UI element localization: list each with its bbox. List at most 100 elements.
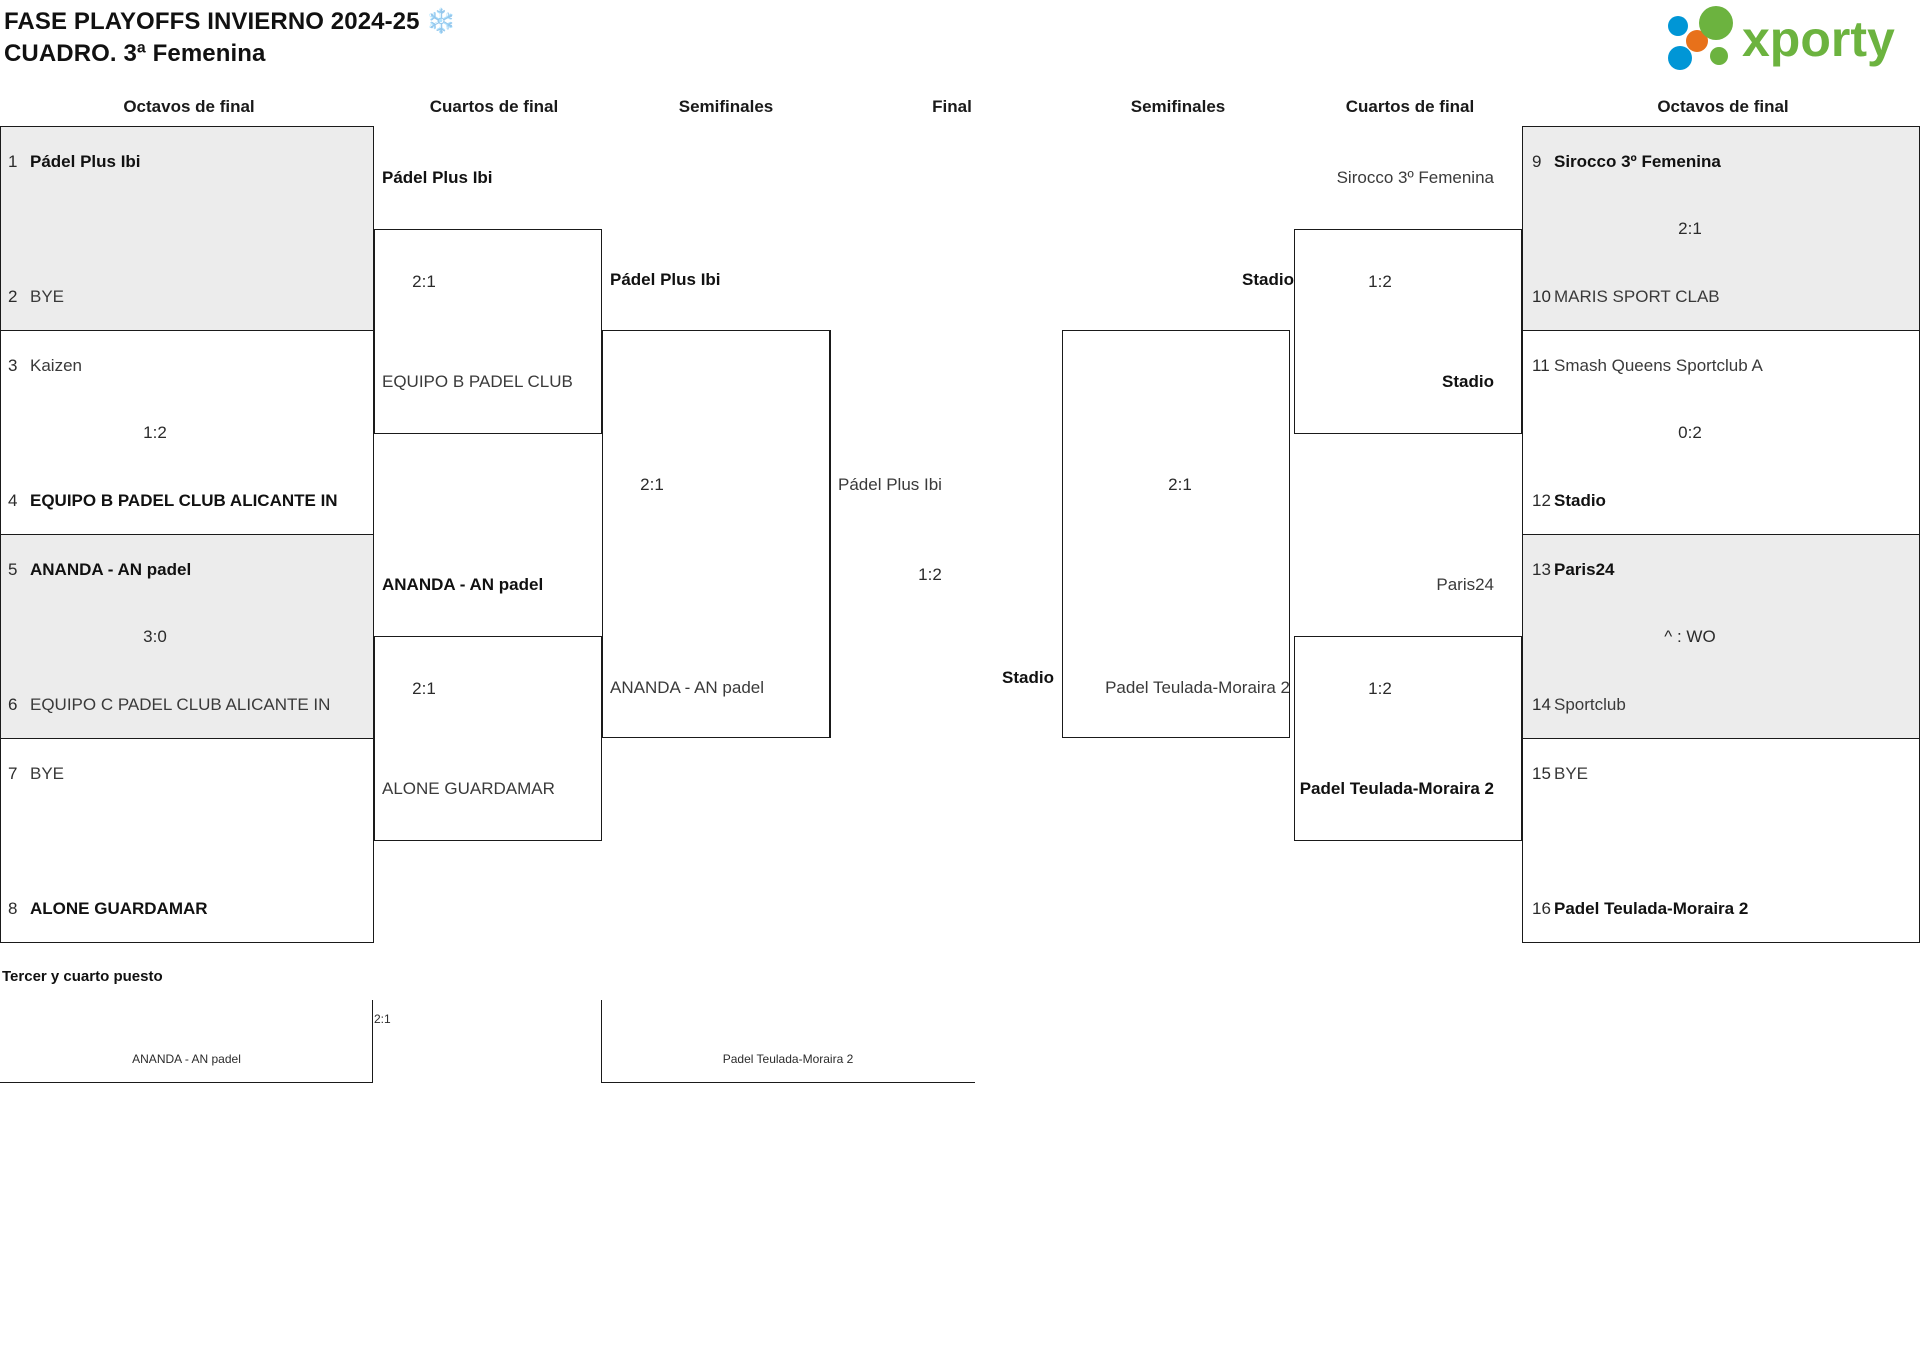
match-score-left-sf-1: 2:1	[640, 475, 664, 494]
round-label-final: Final	[932, 97, 972, 116]
round-label-right-sf: Semifinales	[1130, 97, 1226, 116]
team-name: Smash Queens Sportclub A	[1554, 356, 1763, 375]
third-place-title: Tercer y cuarto puesto	[2, 968, 163, 985]
advancing-team-left-qf-2-bottom: ALONE GUARDAMAR	[382, 779, 555, 798]
team-name: Sportclub	[1554, 695, 1626, 714]
team-name: Sirocco 3º Femenina	[1554, 152, 1721, 171]
team-name: BYE	[30, 764, 65, 783]
advancing-team-left-qf-1-bottom: EQUIPO B PADEL CLUB	[382, 372, 573, 391]
advancing-team-right-qf-2-bottom: Padel Teulada-Moraira 2	[1299, 779, 1494, 798]
team-slot-seed-7[interactable]: 7 BYE	[8, 764, 64, 784]
seed-number: 1	[8, 152, 18, 171]
match-score-right-r16-2: 0:2	[1678, 423, 1702, 442]
team-slot-seed-1[interactable]: 1 Pádel Plus Ibi	[8, 152, 141, 172]
seed-number: 13	[1532, 560, 1551, 579]
advancing-team-left-sf-bottom: ANANDA - AN padel	[610, 678, 765, 697]
team-name: Padel Teulada-Moraira 2	[1554, 899, 1749, 918]
advancing-team-right-qf-1-bottom: Stadio	[1442, 372, 1494, 391]
team-slot-seed-3[interactable]: 3 Kaizen	[8, 356, 82, 376]
third-place-left-divider	[372, 1000, 373, 1083]
match-box-right-sf-1[interactable]	[1062, 330, 1290, 738]
team-slot-seed-2[interactable]: 2 BYE	[8, 287, 64, 307]
svg-text:xporty: xporty	[1742, 11, 1895, 67]
round-label-right-qf: Cuartos de final	[1345, 97, 1475, 116]
advancing-team-right-sf-top: Stadio	[1242, 270, 1294, 289]
team-name: MARIS SPORT CLAB	[1554, 287, 1720, 306]
page-title-line-1: FASE PLAYOFFS INVIERNO 2024-25 ❄️	[4, 8, 457, 35]
match-box-right-r16-3[interactable]	[1522, 534, 1920, 739]
match-score-right-qf-1: 1:2	[1368, 272, 1392, 291]
team-name: EQUIPO C PADEL CLUB ALICANTE IN	[30, 695, 331, 714]
seed-number: 4	[8, 491, 18, 510]
match-box-left-sf-1[interactable]	[602, 330, 830, 738]
seed-number: 16	[1532, 899, 1551, 918]
match-box-left-r16-2[interactable]	[0, 330, 374, 535]
match-box-left-qf-1[interactable]	[374, 229, 602, 434]
page-title-line-2: CUADRO. 3ª Femenina	[4, 39, 266, 67]
final-divider-left	[830, 330, 831, 738]
team-name: ALONE GUARDAMAR	[30, 899, 208, 918]
advancing-team-right-qf-1-top: Sirocco 3º Femenina	[1336, 168, 1494, 187]
match-box-right-r16-4[interactable]	[1522, 738, 1920, 943]
third-place-right-baseline	[601, 1082, 975, 1083]
seed-number: 14	[1532, 695, 1551, 714]
seed-number: 11	[1532, 356, 1550, 375]
xporty-logo: xporty	[1650, 4, 1910, 70]
page-title: FASE PLAYOFFS INVIERNO 2024-25 ❄️ CUADRO…	[4, 6, 904, 70]
seed-number: 2	[8, 287, 18, 306]
seed-number: 8	[8, 899, 18, 918]
match-score-left-qf-2: 2:1	[412, 679, 436, 698]
seed-number: 10	[1532, 287, 1551, 306]
match-box-left-r16-4[interactable]	[0, 738, 374, 943]
team-name: EQUIPO B PADEL CLUB ALICANTE IN	[30, 491, 338, 510]
seed-number: 7	[8, 764, 18, 783]
match-box-left-qf-2[interactable]	[374, 636, 602, 841]
round-label-right-r16: Octavos de final	[1657, 97, 1789, 116]
third-place-team-left: ANANDA - AN padel	[132, 1052, 241, 1066]
seed-number: 3	[8, 356, 18, 375]
team-slot-seed-4[interactable]: 4 EQUIPO B PADEL CLUB ALICANTE IN	[8, 491, 338, 511]
match-box-left-r16-3[interactable]	[0, 534, 374, 739]
seed-number: 5	[8, 560, 18, 579]
seed-number: 6	[8, 695, 18, 714]
match-box-right-qf-2[interactable]	[1294, 636, 1522, 841]
team-slot-seed-6[interactable]: 6 EQUIPO C PADEL CLUB ALICANTE IN	[8, 695, 330, 715]
match-score-right-qf-2: 1:2	[1368, 679, 1392, 698]
advancing-team-left-qf-2-top: ANANDA - AN padel	[382, 575, 544, 594]
match-score-left-r16-2: 1:2	[143, 423, 167, 442]
advancing-team-right-sf-bottom: Padel Teulada-Moraira 2	[1105, 678, 1290, 697]
team-slot-seed-8[interactable]: 8 ALONE GUARDAMAR	[8, 899, 208, 919]
team-slot-seed-9[interactable]: 9 Sirocco 3º Femenina	[1532, 152, 1721, 172]
match-score-right-r16-3: ^ : WO	[1664, 627, 1716, 646]
match-score-left-r16-3: 3:0	[143, 627, 167, 646]
advancing-team-left-qf-1-top: Pádel Plus Ibi	[382, 168, 493, 187]
team-name: Pádel Plus Ibi	[30, 152, 141, 171]
finalist-left: Pádel Plus Ibi	[838, 475, 942, 494]
team-name: BYE	[30, 287, 65, 306]
advancing-team-left-sf-top: Pádel Plus Ibi	[610, 270, 721, 289]
match-score-right-r16-1: 2:1	[1678, 219, 1702, 238]
match-box-left-r16-1[interactable]	[0, 126, 374, 331]
team-name: Kaizen	[30, 356, 82, 375]
match-score-right-sf-1: 2:1	[1168, 475, 1192, 494]
third-place-left-baseline	[0, 1082, 373, 1083]
seed-number: 9	[1532, 152, 1542, 171]
team-name: Paris24	[1554, 560, 1615, 579]
round-label-left-qf: Cuartos de final	[429, 97, 559, 116]
advancing-team-right-qf-2-top: Paris24	[1436, 575, 1494, 594]
third-place-team-right: Padel Teulada-Moraira 2	[722, 1052, 854, 1066]
seed-number: 12	[1532, 491, 1551, 510]
third-place-right-divider	[601, 1000, 602, 1083]
match-box-right-qf-1[interactable]	[1294, 229, 1522, 434]
team-name: BYE	[1554, 764, 1589, 783]
match-score-final: 1:2	[918, 565, 942, 584]
round-label-left-sf: Semifinales	[678, 97, 774, 116]
